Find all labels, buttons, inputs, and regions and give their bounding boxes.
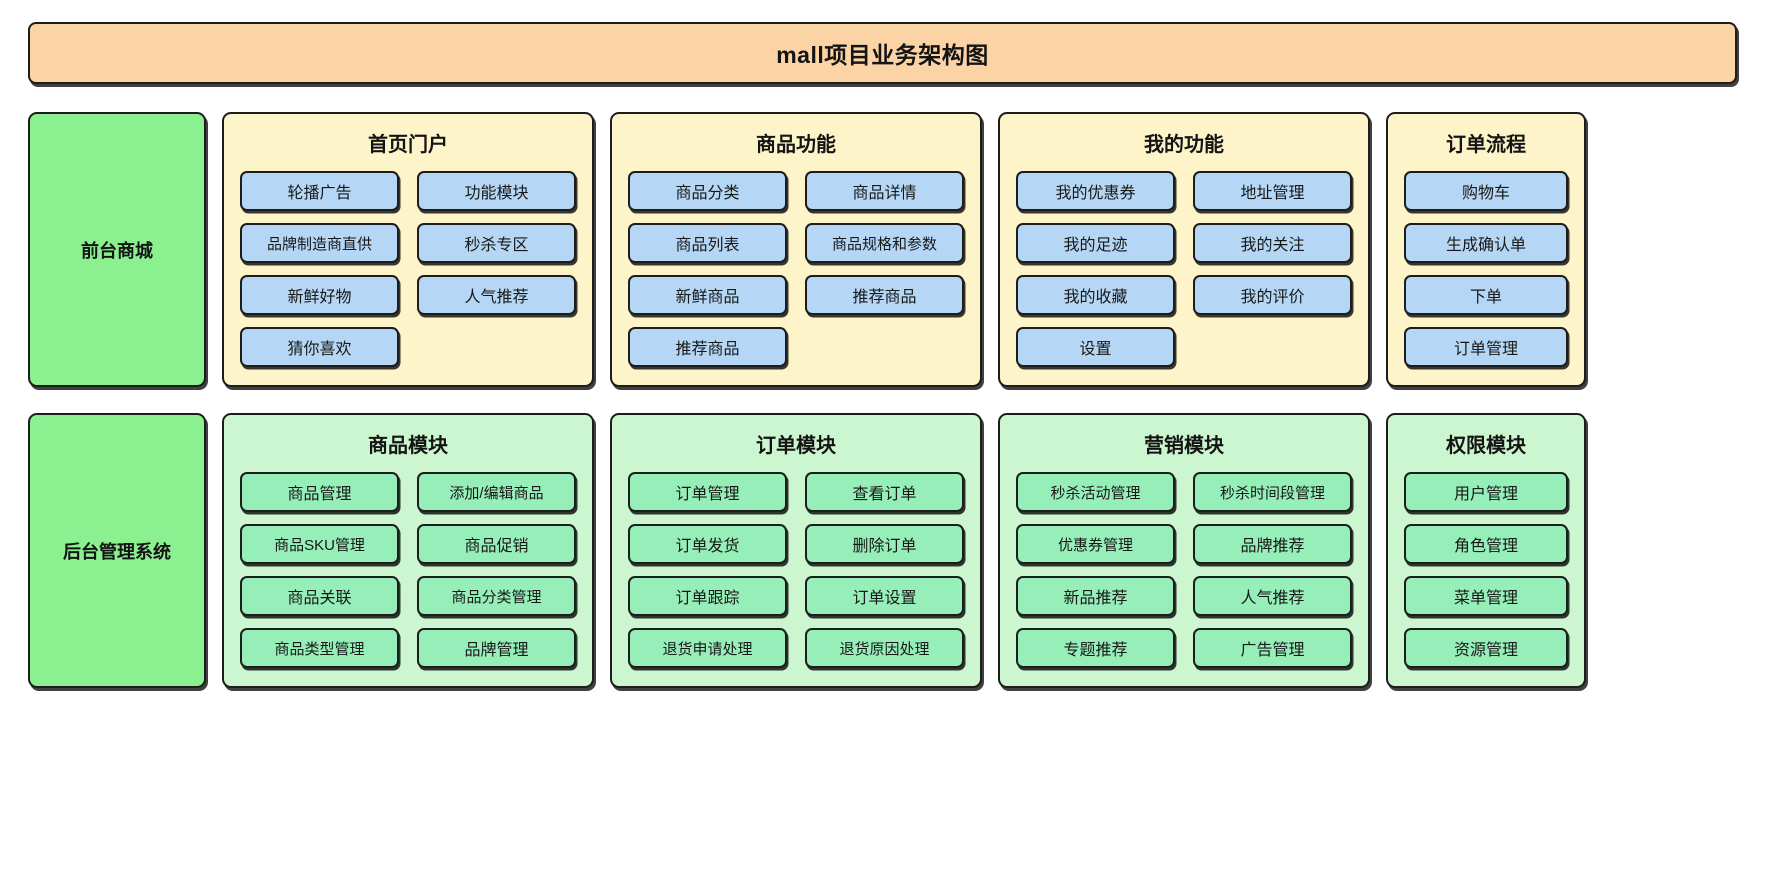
leaf-item[interactable]: 新鲜商品 — [628, 275, 787, 315]
leaf-item[interactable]: 下单 — [1404, 275, 1568, 315]
group-my-function: 我的功能 我的优惠券 地址管理 我的足迹 我的关注 我的收藏 我的评价 设置 — [998, 112, 1370, 387]
leaf-item[interactable]: 品牌推荐 — [1193, 524, 1352, 564]
leaf-item[interactable]: 我的足迹 — [1016, 223, 1175, 263]
leaf-item[interactable]: 订单发货 — [628, 524, 787, 564]
group-order-module-items: 订单管理 查看订单 订单发货 删除订单 订单跟踪 订单设置 退货申请处理 退货原… — [628, 472, 964, 668]
group-goods-function-items: 商品分类 商品详情 商品列表 商品规格和参数 新鲜商品 推荐商品 推荐商品 — [628, 171, 964, 367]
group-product-module-title: 商品模块 — [368, 435, 448, 457]
group-home-portal-title: 首页门户 — [368, 134, 448, 156]
leaf-item[interactable]: 订单跟踪 — [628, 576, 787, 616]
leaf-item[interactable]: 秒杀专区 — [417, 223, 576, 263]
group-order-flow-title: 订单流程 — [1446, 134, 1526, 156]
group-auth-module-title: 权限模块 — [1446, 435, 1526, 457]
group-home-portal-items: 轮播广告 功能模块 品牌制造商直供 秒杀专区 新鲜好物 人气推荐 猜你喜欢 — [240, 171, 576, 367]
diagram-title-banner: mall项目业务架构图 — [28, 22, 1737, 84]
leaf-item[interactable]: 商品规格和参数 — [805, 223, 964, 263]
leaf-item[interactable]: 品牌管理 — [417, 628, 576, 668]
front-groups: 首页门户 轮播广告 功能模块 品牌制造商直供 秒杀专区 新鲜好物 人气推荐 猜你… — [222, 112, 1737, 387]
tier-label-admin: 后台管理系统 — [28, 413, 206, 688]
leaf-item[interactable]: 商品促销 — [417, 524, 576, 564]
leaf-item[interactable]: 我的关注 — [1193, 223, 1352, 263]
leaf-item[interactable]: 人气推荐 — [417, 275, 576, 315]
leaf-item[interactable]: 资源管理 — [1404, 628, 1568, 668]
leaf-item[interactable]: 秒杀时间段管理 — [1193, 472, 1352, 512]
group-marketing-module-title: 营销模块 — [1144, 435, 1224, 457]
leaf-item[interactable]: 推荐商品 — [805, 275, 964, 315]
admin-groups: 商品模块 商品管理 添加/编辑商品 商品SKU管理 商品促销 商品关联 商品分类… — [222, 413, 1737, 688]
leaf-item[interactable]: 地址管理 — [1193, 171, 1352, 211]
leaf-item[interactable]: 品牌制造商直供 — [240, 223, 399, 263]
leaf-item[interactable]: 专题推荐 — [1016, 628, 1175, 668]
leaf-item[interactable]: 广告管理 — [1193, 628, 1352, 668]
leaf-item[interactable]: 人气推荐 — [1193, 576, 1352, 616]
leaf-item[interactable]: 商品分类 — [628, 171, 787, 211]
group-marketing-module: 营销模块 秒杀活动管理 秒杀时间段管理 优惠券管理 品牌推荐 新品推荐 人气推荐… — [998, 413, 1370, 688]
group-my-function-items: 我的优惠券 地址管理 我的足迹 我的关注 我的收藏 我的评价 设置 — [1016, 171, 1352, 367]
leaf-item[interactable]: 我的优惠券 — [1016, 171, 1175, 211]
leaf-item[interactable]: 推荐商品 — [628, 327, 787, 367]
leaf-item[interactable]: 订单设置 — [805, 576, 964, 616]
group-auth-module-items: 用户管理 角色管理 菜单管理 资源管理 — [1404, 472, 1568, 668]
leaf-item[interactable]: 商品SKU管理 — [240, 524, 399, 564]
leaf-item[interactable]: 新鲜好物 — [240, 275, 399, 315]
leaf-item[interactable]: 优惠券管理 — [1016, 524, 1175, 564]
group-my-function-title: 我的功能 — [1144, 134, 1224, 156]
leaf-item[interactable]: 添加/编辑商品 — [417, 472, 576, 512]
group-order-module: 订单模块 订单管理 查看订单 订单发货 删除订单 订单跟踪 订单设置 退货申请处… — [610, 413, 982, 688]
tier-label-admin-text: 后台管理系统 — [63, 541, 171, 562]
leaf-item[interactable]: 退货申请处理 — [628, 628, 787, 668]
leaf-item[interactable]: 菜单管理 — [1404, 576, 1568, 616]
leaf-item[interactable]: 商品分类管理 — [417, 576, 576, 616]
leaf-item[interactable]: 我的评价 — [1193, 275, 1352, 315]
group-marketing-module-items: 秒杀活动管理 秒杀时间段管理 优惠券管理 品牌推荐 新品推荐 人气推荐 专题推荐… — [1016, 472, 1352, 668]
group-home-portal: 首页门户 轮播广告 功能模块 品牌制造商直供 秒杀专区 新鲜好物 人气推荐 猜你… — [222, 112, 594, 387]
group-goods-function: 商品功能 商品分类 商品详情 商品列表 商品规格和参数 新鲜商品 推荐商品 推荐… — [610, 112, 982, 387]
tier-label-front-text: 前台商城 — [81, 240, 153, 261]
leaf-item[interactable]: 商品管理 — [240, 472, 399, 512]
group-order-module-title: 订单模块 — [756, 435, 836, 457]
leaf-item[interactable]: 商品关联 — [240, 576, 399, 616]
leaf-item[interactable]: 角色管理 — [1404, 524, 1568, 564]
group-order-flow-items: 购物车 生成确认单 下单 订单管理 — [1404, 171, 1568, 367]
leaf-item[interactable]: 购物车 — [1404, 171, 1568, 211]
leaf-item[interactable]: 删除订单 — [805, 524, 964, 564]
tier-row-front: 前台商城 首页门户 轮播广告 功能模块 品牌制造商直供 秒杀专区 新鲜好物 人气… — [28, 112, 1737, 387]
leaf-item[interactable]: 用户管理 — [1404, 472, 1568, 512]
leaf-item[interactable]: 秒杀活动管理 — [1016, 472, 1175, 512]
tier-label-front: 前台商城 — [28, 112, 206, 387]
leaf-item[interactable]: 新品推荐 — [1016, 576, 1175, 616]
leaf-item[interactable]: 商品类型管理 — [240, 628, 399, 668]
leaf-item[interactable]: 设置 — [1016, 327, 1175, 367]
leaf-item[interactable]: 商品详情 — [805, 171, 964, 211]
diagram-title: mall项目业务架构图 — [776, 42, 989, 68]
group-product-module: 商品模块 商品管理 添加/编辑商品 商品SKU管理 商品促销 商品关联 商品分类… — [222, 413, 594, 688]
leaf-item[interactable]: 商品列表 — [628, 223, 787, 263]
leaf-item[interactable]: 生成确认单 — [1404, 223, 1568, 263]
leaf-item[interactable]: 订单管理 — [1404, 327, 1568, 367]
group-product-module-items: 商品管理 添加/编辑商品 商品SKU管理 商品促销 商品关联 商品分类管理 商品… — [240, 472, 576, 668]
tier-row-admin: 后台管理系统 商品模块 商品管理 添加/编辑商品 商品SKU管理 商品促销 商品… — [28, 413, 1737, 688]
leaf-item[interactable]: 猜你喜欢 — [240, 327, 399, 367]
group-order-flow: 订单流程 购物车 生成确认单 下单 订单管理 — [1386, 112, 1586, 387]
group-goods-function-title: 商品功能 — [756, 134, 836, 156]
leaf-item[interactable]: 订单管理 — [628, 472, 787, 512]
leaf-item[interactable]: 功能模块 — [417, 171, 576, 211]
leaf-item[interactable]: 查看订单 — [805, 472, 964, 512]
leaf-item[interactable]: 退货原因处理 — [805, 628, 964, 668]
leaf-item[interactable]: 轮播广告 — [240, 171, 399, 211]
group-auth-module: 权限模块 用户管理 角色管理 菜单管理 资源管理 — [1386, 413, 1586, 688]
leaf-item[interactable]: 我的收藏 — [1016, 275, 1175, 315]
